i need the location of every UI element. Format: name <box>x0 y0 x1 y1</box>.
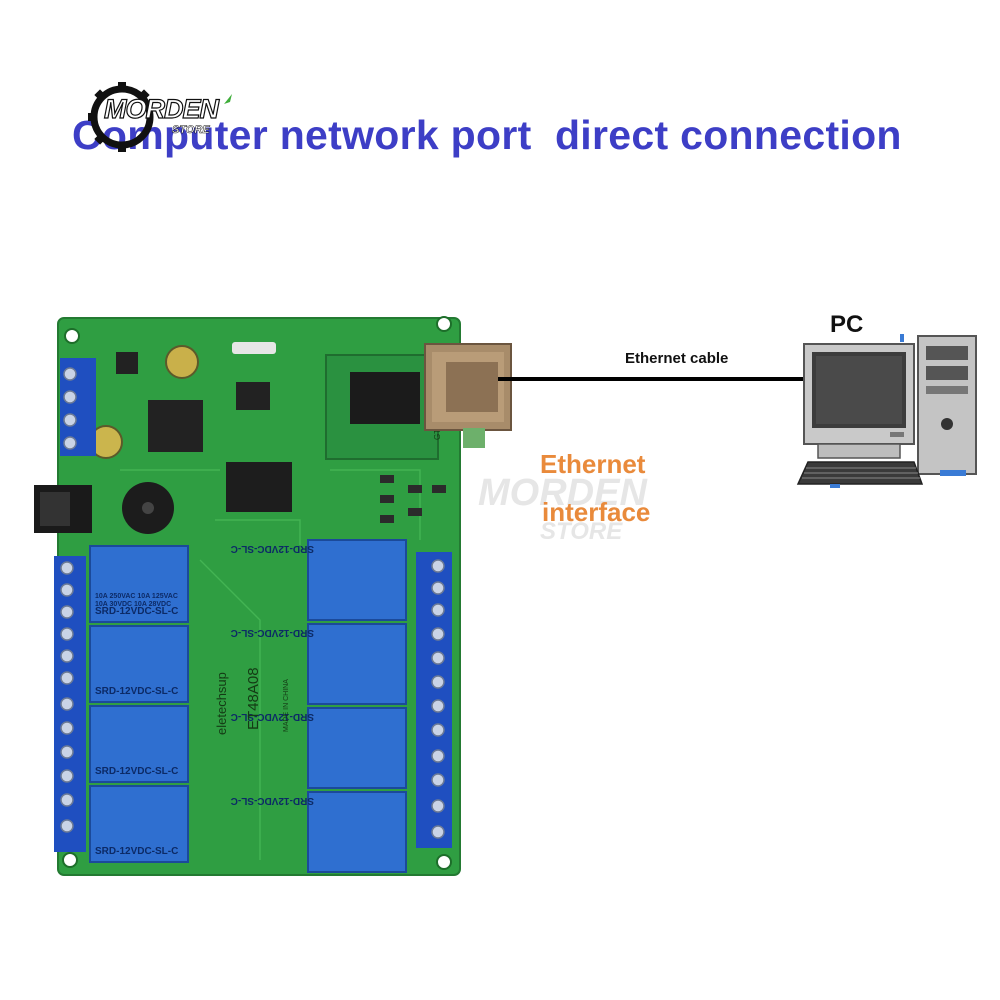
keyboard-icon <box>796 461 924 488</box>
relays-right: SRD-12VDC-SL-C SRD-12VDC-SL-C SRD-12VDC-… <box>231 539 407 873</box>
terminal-right <box>416 552 452 848</box>
pc-monitor-icon <box>803 343 915 459</box>
logo-sub-text: STORE <box>172 124 210 137</box>
relay-label-3: SRD-12VDC-SL-C <box>95 766 178 777</box>
relay-label-1: SRD-12VDC-SL-C <box>95 606 178 617</box>
ethernet-cable-label: Ethernet cable <box>625 350 729 367</box>
store-watermark: MORDEN STORE <box>470 470 670 560</box>
store-logo: MORDEN STORE <box>84 82 234 152</box>
relay-label-2: SRD-12VDC-SL-C <box>95 686 178 697</box>
terminal-left <box>54 556 86 852</box>
board-model-text: ET48A08 <box>245 667 262 730</box>
ethernet-interface-line1: Ethernet <box>540 449 646 479</box>
relay-rating-ac-1: 10A 250VAC 10A 125VAC <box>95 593 178 600</box>
page-title: Computer network port direct connection <box>72 112 902 158</box>
logo-brand-text: MORDEN <box>103 93 219 124</box>
pc-label: PC <box>830 311 864 338</box>
board-maker-text: eletechsup <box>214 672 229 735</box>
relay-label-6: SRD-12VDC-SL-C <box>231 627 314 638</box>
ethernet-interface-line2: interface <box>542 497 651 527</box>
rj45-port-icon <box>424 343 512 448</box>
relay-rating-dc-1: 10A 30VDC 10A 28VDC <box>95 601 171 608</box>
relay-label-7: SRD-12VDC-SL-C <box>231 711 314 722</box>
gear-logo-icon <box>88 82 232 152</box>
relay-label-8: SRD-12VDC-SL-C <box>231 795 314 806</box>
relays-left: SRD-12VDC-SL-C SRD-12VDC-SL-C SRD-12VDC-… <box>89 545 189 863</box>
watermark-brand: MORDEN <box>478 472 647 514</box>
pc-tower-icon <box>917 335 977 476</box>
relay-label-5: SRD-12VDC-SL-C <box>231 543 314 554</box>
relay-board: GT1004 <box>34 316 512 876</box>
board-origin-text: MADE IN CHINA <box>283 679 290 732</box>
pc-illustration <box>796 334 977 488</box>
relay-label-4: SRD-12VDC-SL-C <box>95 846 178 857</box>
watermark-sub: STORE <box>540 518 623 545</box>
ethernet-interface-label: Ethernet interface <box>540 440 700 536</box>
